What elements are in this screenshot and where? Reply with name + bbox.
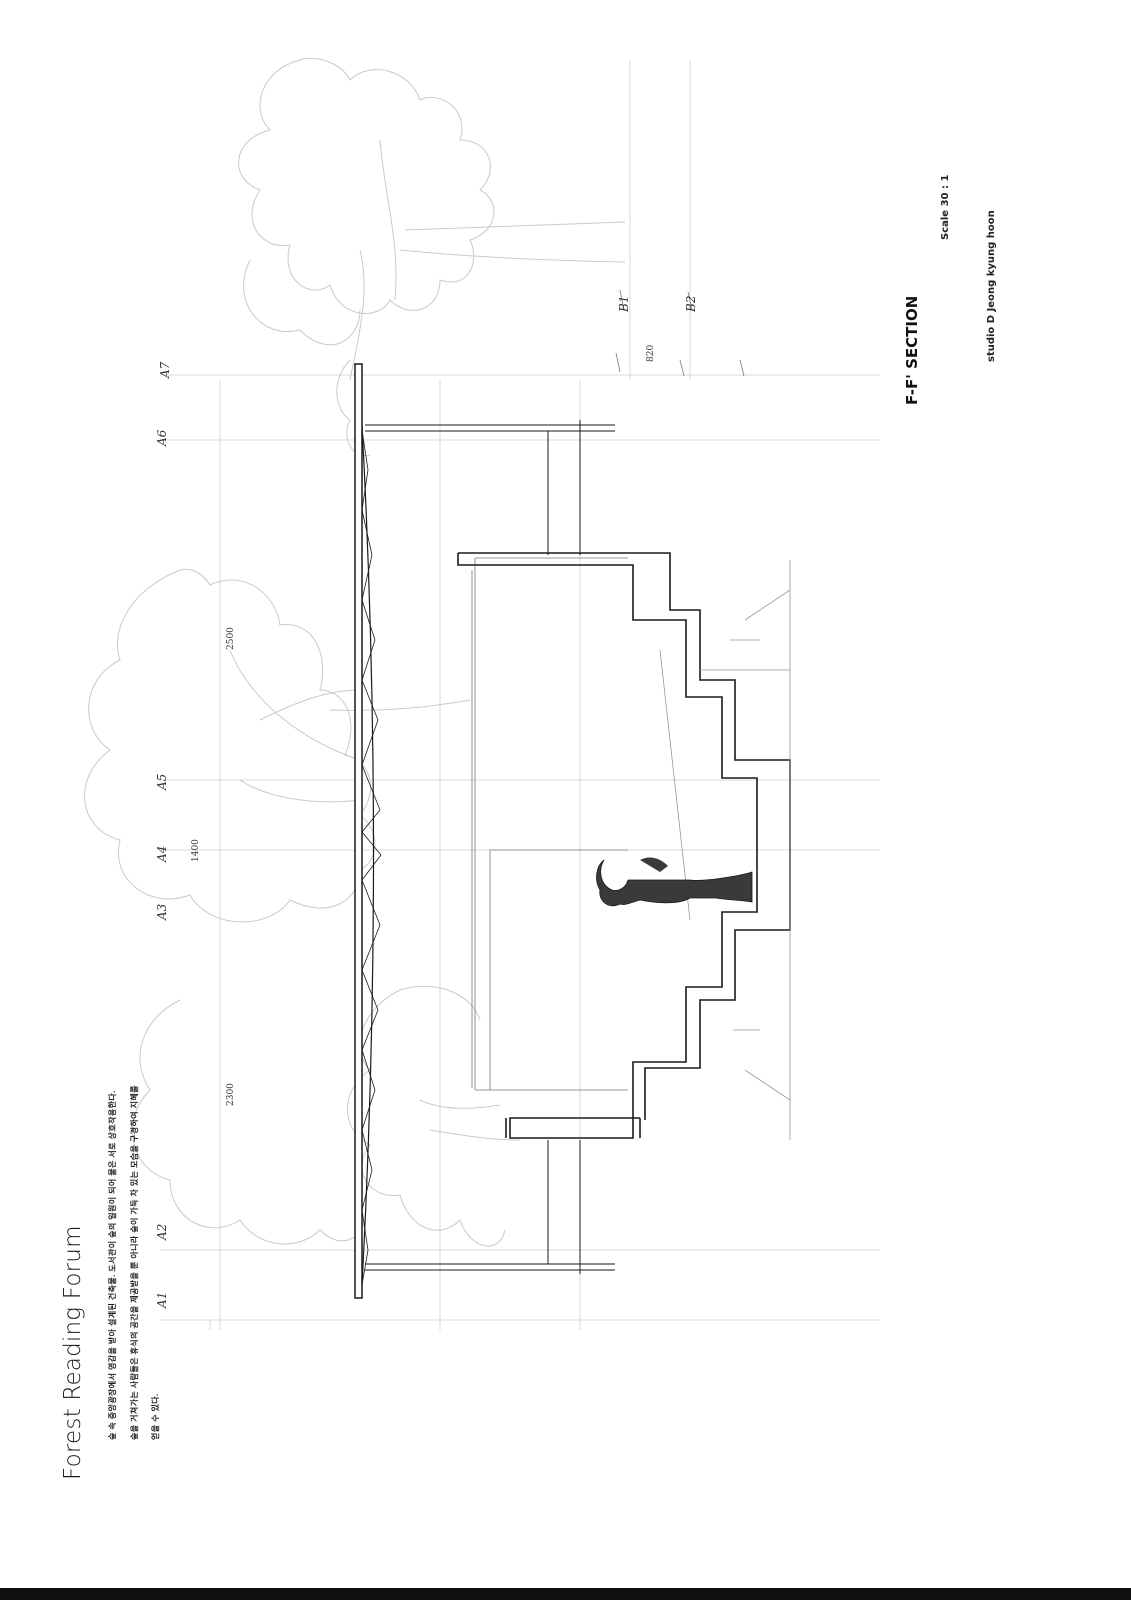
roof-truss: [354, 363, 382, 1299]
grid-label-a2: A2: [155, 1223, 169, 1240]
description-line-1: 숲 속 중앙광장에서 영감을 받아 설계된 건축물. 도서관이 숲의 일원이 되…: [108, 1090, 117, 1440]
section-faint-lines: [659, 560, 791, 1140]
grid-label-a4: A4: [155, 845, 169, 862]
section-title: F-F' SECTION: [903, 295, 921, 405]
grid-label-a5: A5: [155, 773, 169, 790]
stepped-section: [457, 552, 791, 1139]
studio-credit: studio D Jeong kyung hoon: [986, 210, 997, 362]
level-label-b2: B2: [684, 295, 698, 312]
interior-room: [471, 557, 628, 1091]
dimension-820: 820: [646, 344, 656, 362]
dimension-1400: 1400: [191, 839, 201, 862]
description-line-2: 숲을 거쳐가는 사람들은 휴식의 공간을 제공받을 뿐 아니라 숲이 가득 차 …: [130, 1085, 139, 1440]
scale-label: Scale 30 : 1: [940, 174, 951, 240]
columns: [365, 420, 615, 1274]
description-line-3: 얻을 수 있다.: [151, 1393, 160, 1440]
grid-label-a6: A6: [155, 429, 169, 446]
grid-label-a7: A7: [158, 361, 172, 378]
grid-label-a3: A3: [155, 903, 169, 920]
tree-sketch: [84, 57, 626, 1247]
level-label-b1: B1: [617, 295, 631, 312]
human-figure: [596, 857, 753, 907]
project-title: Forest Reading Forum: [60, 1225, 86, 1480]
dimension-2300: 2300: [226, 1083, 236, 1106]
scan-border: [0, 1588, 1131, 1600]
grid-ticks: [615, 289, 745, 377]
dimension-2500: 2500: [226, 627, 236, 650]
grid-label-a1: A1: [155, 1291, 169, 1308]
